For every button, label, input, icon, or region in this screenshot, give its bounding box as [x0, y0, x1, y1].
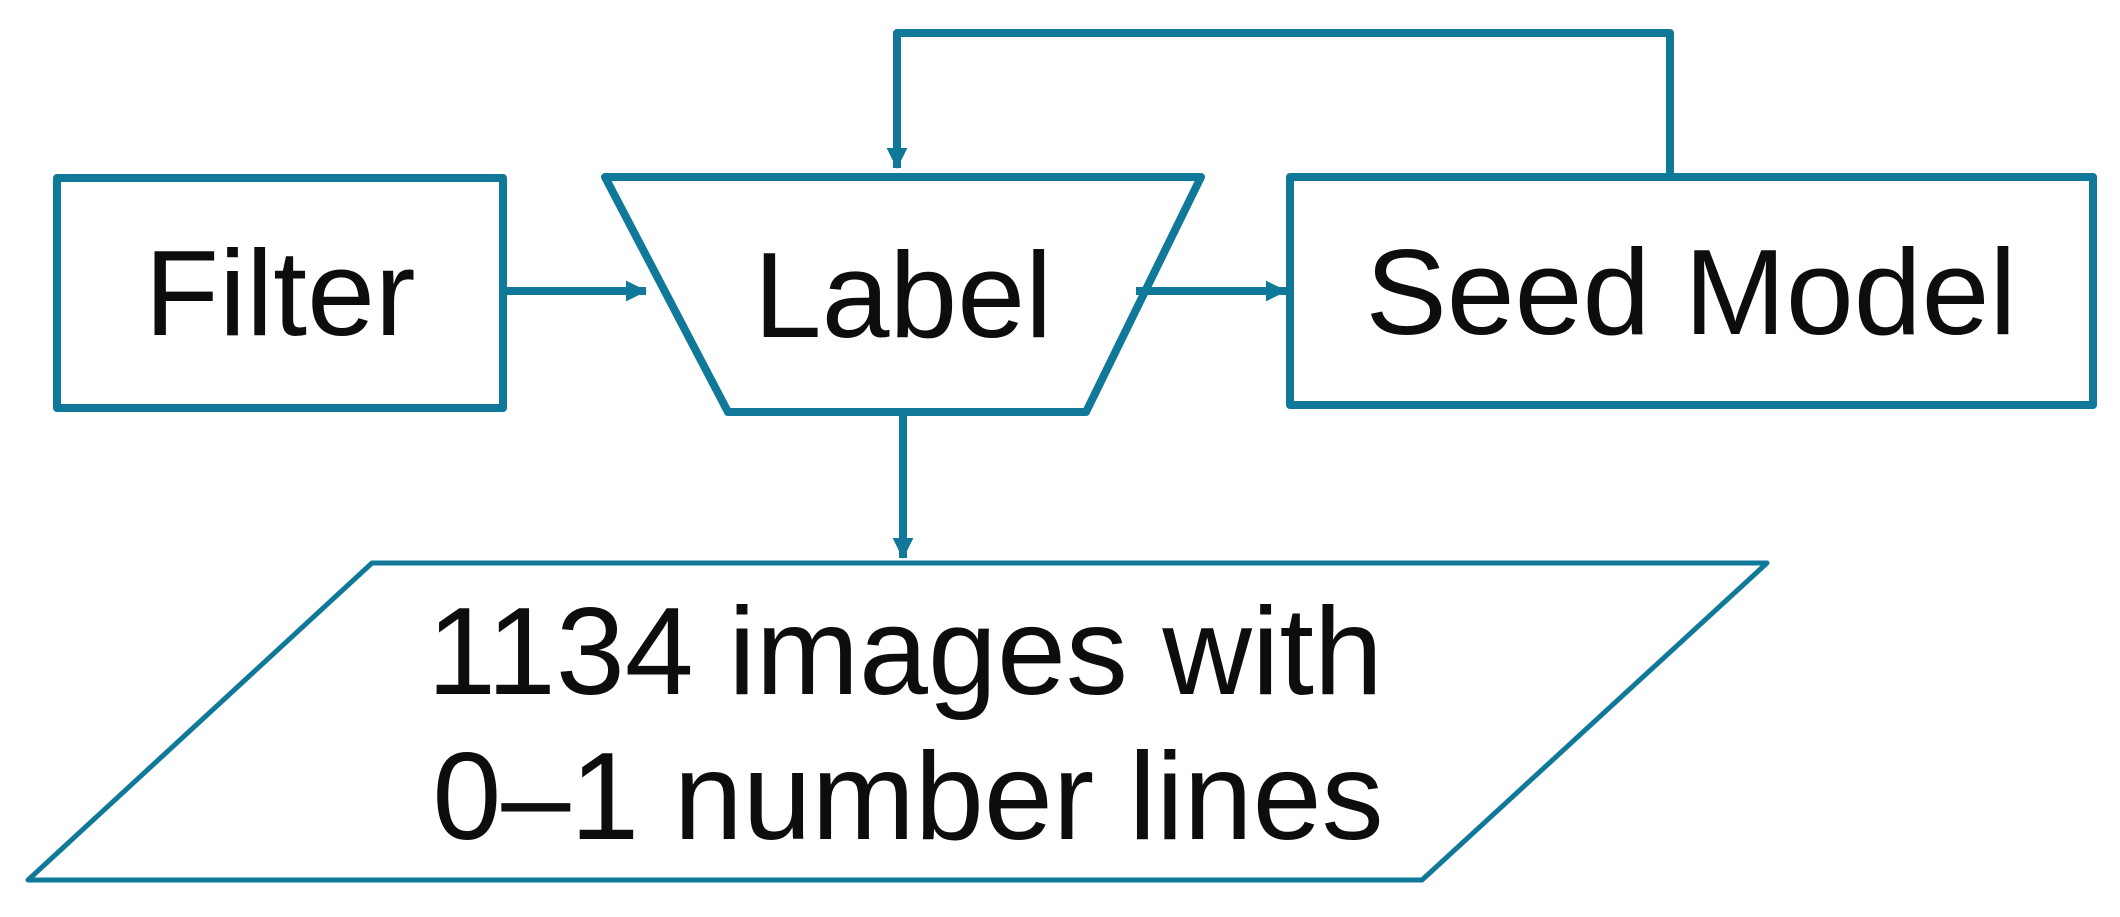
label-node: [601, 173, 1205, 416]
edge-seed-model-to-label: [886, 29, 1674, 177]
dataset-node: [25, 560, 1770, 883]
dataset-node-label-line1: 1134 images with: [427, 583, 1383, 721]
label-node-label: Label: [754, 227, 1053, 363]
dataset-node-label-line2: 0–1 number lines: [432, 728, 1383, 866]
diagram-labels: Filter Label Seed Model 1134 images with…: [144, 224, 2016, 866]
seed-model-node-label: Seed Model: [1365, 224, 2016, 360]
diagram-shapes: [25, 29, 2097, 883]
filter-node-label: Filter: [144, 225, 415, 361]
seed-model-node: [1286, 173, 2097, 409]
filter-node: [53, 174, 507, 412]
